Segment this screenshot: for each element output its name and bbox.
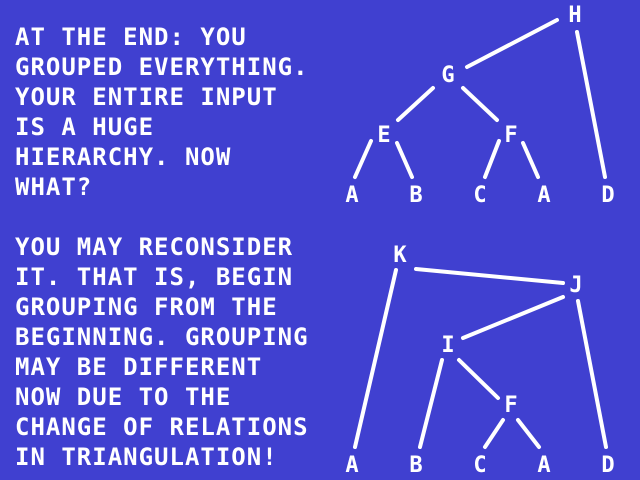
edge-i-b [418, 358, 444, 449]
edge-i-f [457, 358, 500, 400]
leaf-a: A [345, 183, 358, 208]
lower-paragraph-line-7: CHANGE OF RELATIONS [15, 413, 309, 441]
leaf-d: D [601, 453, 614, 478]
node-k: K [393, 243, 407, 268]
edge-j-d [576, 299, 608, 449]
node-h: H [568, 3, 581, 28]
leaf-c: C [473, 453, 486, 478]
upper-paragraph-line-6: WHAT? [15, 173, 93, 201]
edge-j-i [461, 295, 565, 340]
lower-paragraph-line-2: IT. THAT IS, BEGIN [15, 263, 294, 291]
node-f: F [504, 393, 517, 418]
edge-g-e [396, 86, 435, 122]
edge-f-c [483, 139, 501, 179]
edge-k-j [414, 267, 565, 285]
node-f: F [504, 123, 517, 148]
upper-paragraph-line-1: AT THE END: YOU [15, 23, 247, 51]
edge-h-g [465, 18, 559, 69]
lower-paragraph-line-5: MAY BE DIFFERENT [15, 353, 263, 381]
edge-h-d [575, 30, 607, 179]
leaf-b: B [409, 183, 422, 208]
leaf-a: A [345, 453, 358, 478]
leaf-a2: A [537, 183, 550, 208]
upper-paragraph-line-2: GROUPED EVERYTHING. [15, 53, 309, 81]
lower-tree: K J I F A B C A D [345, 243, 614, 478]
edge-e-b [395, 141, 414, 179]
edge-f-a [521, 141, 540, 179]
upper-paragraph-line-3: YOUR ENTIRE INPUT [15, 83, 278, 111]
lower-paragraph-line-3: GROUPING FROM THE [15, 293, 278, 321]
edge-f-c [483, 418, 505, 449]
upper-paragraph-line-5: HIERARCHY. NOW [15, 143, 232, 171]
leaf-b: B [409, 453, 422, 478]
node-g: G [441, 63, 454, 88]
upper-tree: H G E F A B C A D [345, 3, 614, 208]
lower-paragraph-line-1: YOU MAY RECONSIDER [15, 233, 294, 261]
node-i: I [441, 333, 454, 358]
edge-f-a [516, 418, 541, 449]
lower-paragraph-line-8: IN TRIANGULATION! [15, 443, 278, 471]
node-j: J [569, 273, 582, 298]
upper-paragraph-line-4: IS A HUGE [15, 113, 155, 141]
leaf-d: D [601, 183, 614, 208]
leaf-c: C [473, 183, 486, 208]
lower-paragraph-line-6: NOW DUE TO THE [15, 383, 232, 411]
edge-e-a [353, 139, 373, 179]
lower-paragraph-line-4: BEGINNING. GROUPING [15, 323, 309, 351]
edge-g-f [461, 86, 499, 122]
edge-k-a [353, 268, 398, 449]
leaf-a2: A [537, 453, 550, 478]
node-e: E [377, 123, 390, 148]
